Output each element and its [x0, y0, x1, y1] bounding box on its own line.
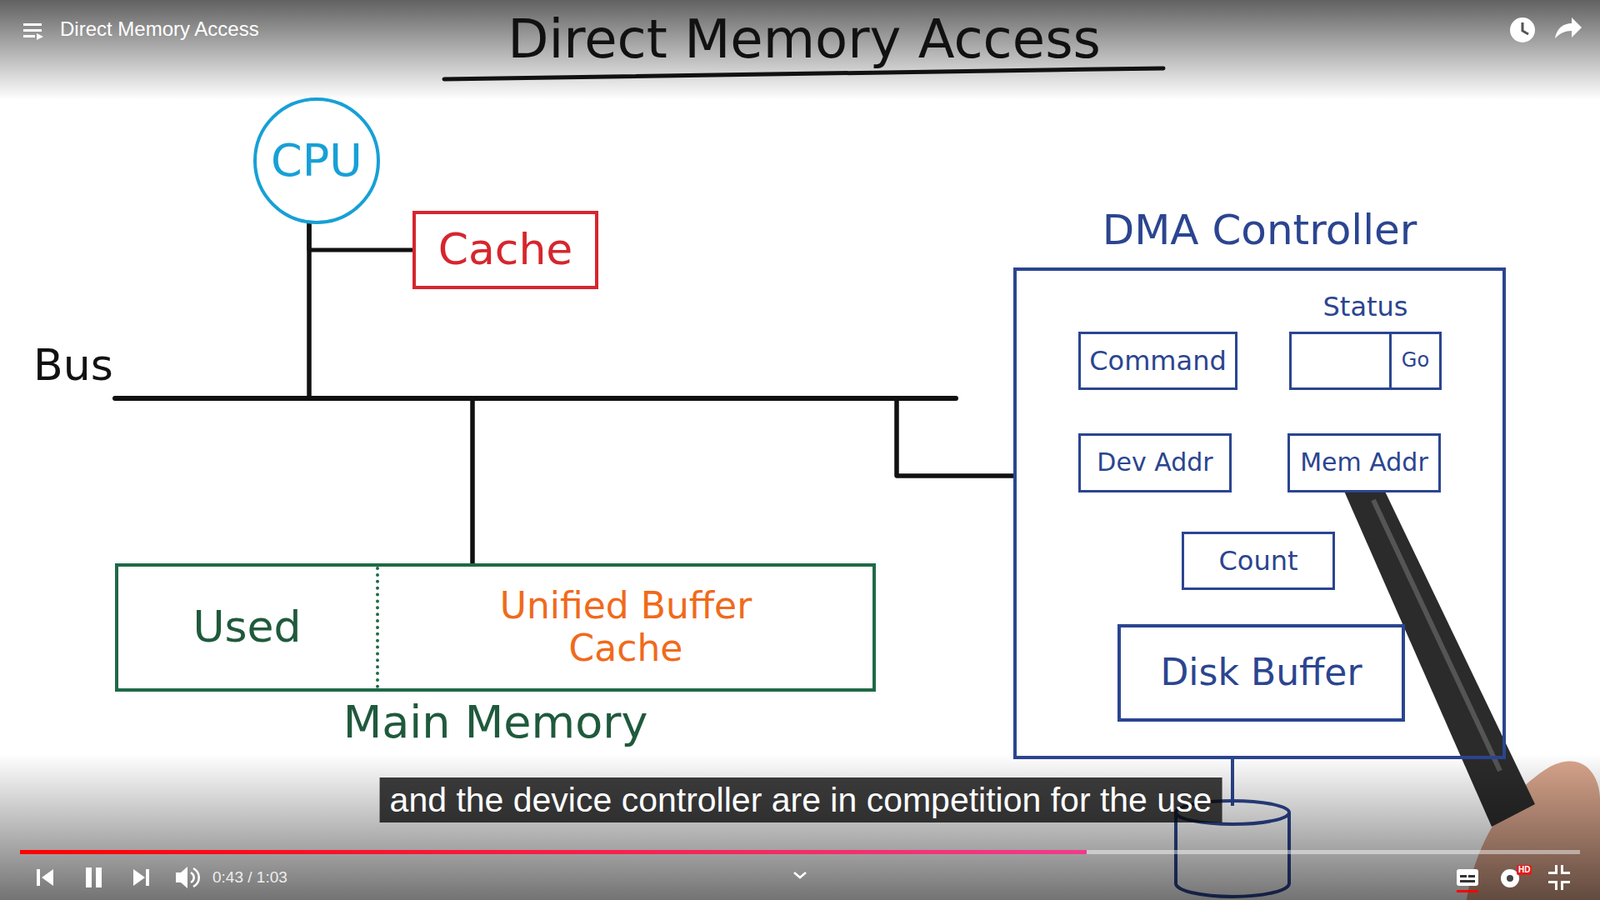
node-heading: Main Memory: [343, 696, 649, 749]
node-heading: DMA Controller: [1102, 206, 1418, 255]
node-label: Dev Addr: [1096, 448, 1213, 478]
exit-fullscreen-icon: [1548, 865, 1570, 890]
bus-wire: [472, 398, 1014, 564]
subtitle-line: and the device controller are in competi…: [380, 777, 1223, 823]
transport-icons: [36, 866, 188, 889]
cache-box: Cache: [412, 210, 599, 290]
video-title: Direct Memory Access: [60, 17, 260, 41]
go-bit-box: Go: [1389, 334, 1440, 388]
register-box: Command: [1078, 331, 1238, 390]
volume-waves: [190, 868, 200, 887]
bus-wire: [309, 221, 413, 250]
used-region: Used: [118, 566, 376, 689]
register-box: Mem Addr: [1287, 433, 1441, 493]
buffer-cache-region: Unified Buffer Cache: [375, 566, 873, 689]
dma-controller-box: DMA ControllerCommandStatusGoDev AddrMem…: [1013, 267, 1506, 760]
watch-later-icon: [1510, 17, 1535, 43]
node-label: Mem Addr: [1300, 448, 1429, 478]
register-box: Dev Addr: [1078, 433, 1232, 493]
status-register-box: StatusGo: [1289, 331, 1442, 390]
node-label: Used: [192, 602, 301, 653]
chevron-icon: [794, 872, 806, 878]
node-label: CPU: [270, 135, 363, 187]
node-heading: Status: [1323, 291, 1409, 323]
disk-buffer-box: Disk Buffer: [1117, 624, 1405, 722]
node-label: Unified Buffer Cache: [446, 585, 805, 670]
hd-badge: HD: [1516, 865, 1532, 875]
progress-played: [20, 850, 1087, 855]
progress-track: [20, 850, 1580, 855]
node-label: Count: [1218, 545, 1298, 577]
subtitles-icon: [1456, 869, 1479, 893]
node-label: Command: [1089, 345, 1226, 377]
bus-label: Bus: [33, 340, 114, 390]
node-label: Cache: [438, 225, 574, 275]
top-shade: [0, 0, 1600, 100]
cpu-circle: CPU: [253, 97, 380, 225]
node-label: Go: [1401, 349, 1430, 373]
diagram-title: Direct Memory Access: [507, 8, 1101, 70]
register-box: Count: [1181, 531, 1335, 590]
time-display: 0:43 / 1:03: [212, 868, 288, 887]
main-memory-box: Main MemoryUsedUnified Buffer Cache: [115, 563, 876, 692]
share-icon: [1555, 17, 1582, 39]
bottom-shade: [0, 754, 1600, 900]
node-label: Disk Buffer: [1160, 651, 1362, 695]
playlist-icon: [23, 23, 44, 40]
